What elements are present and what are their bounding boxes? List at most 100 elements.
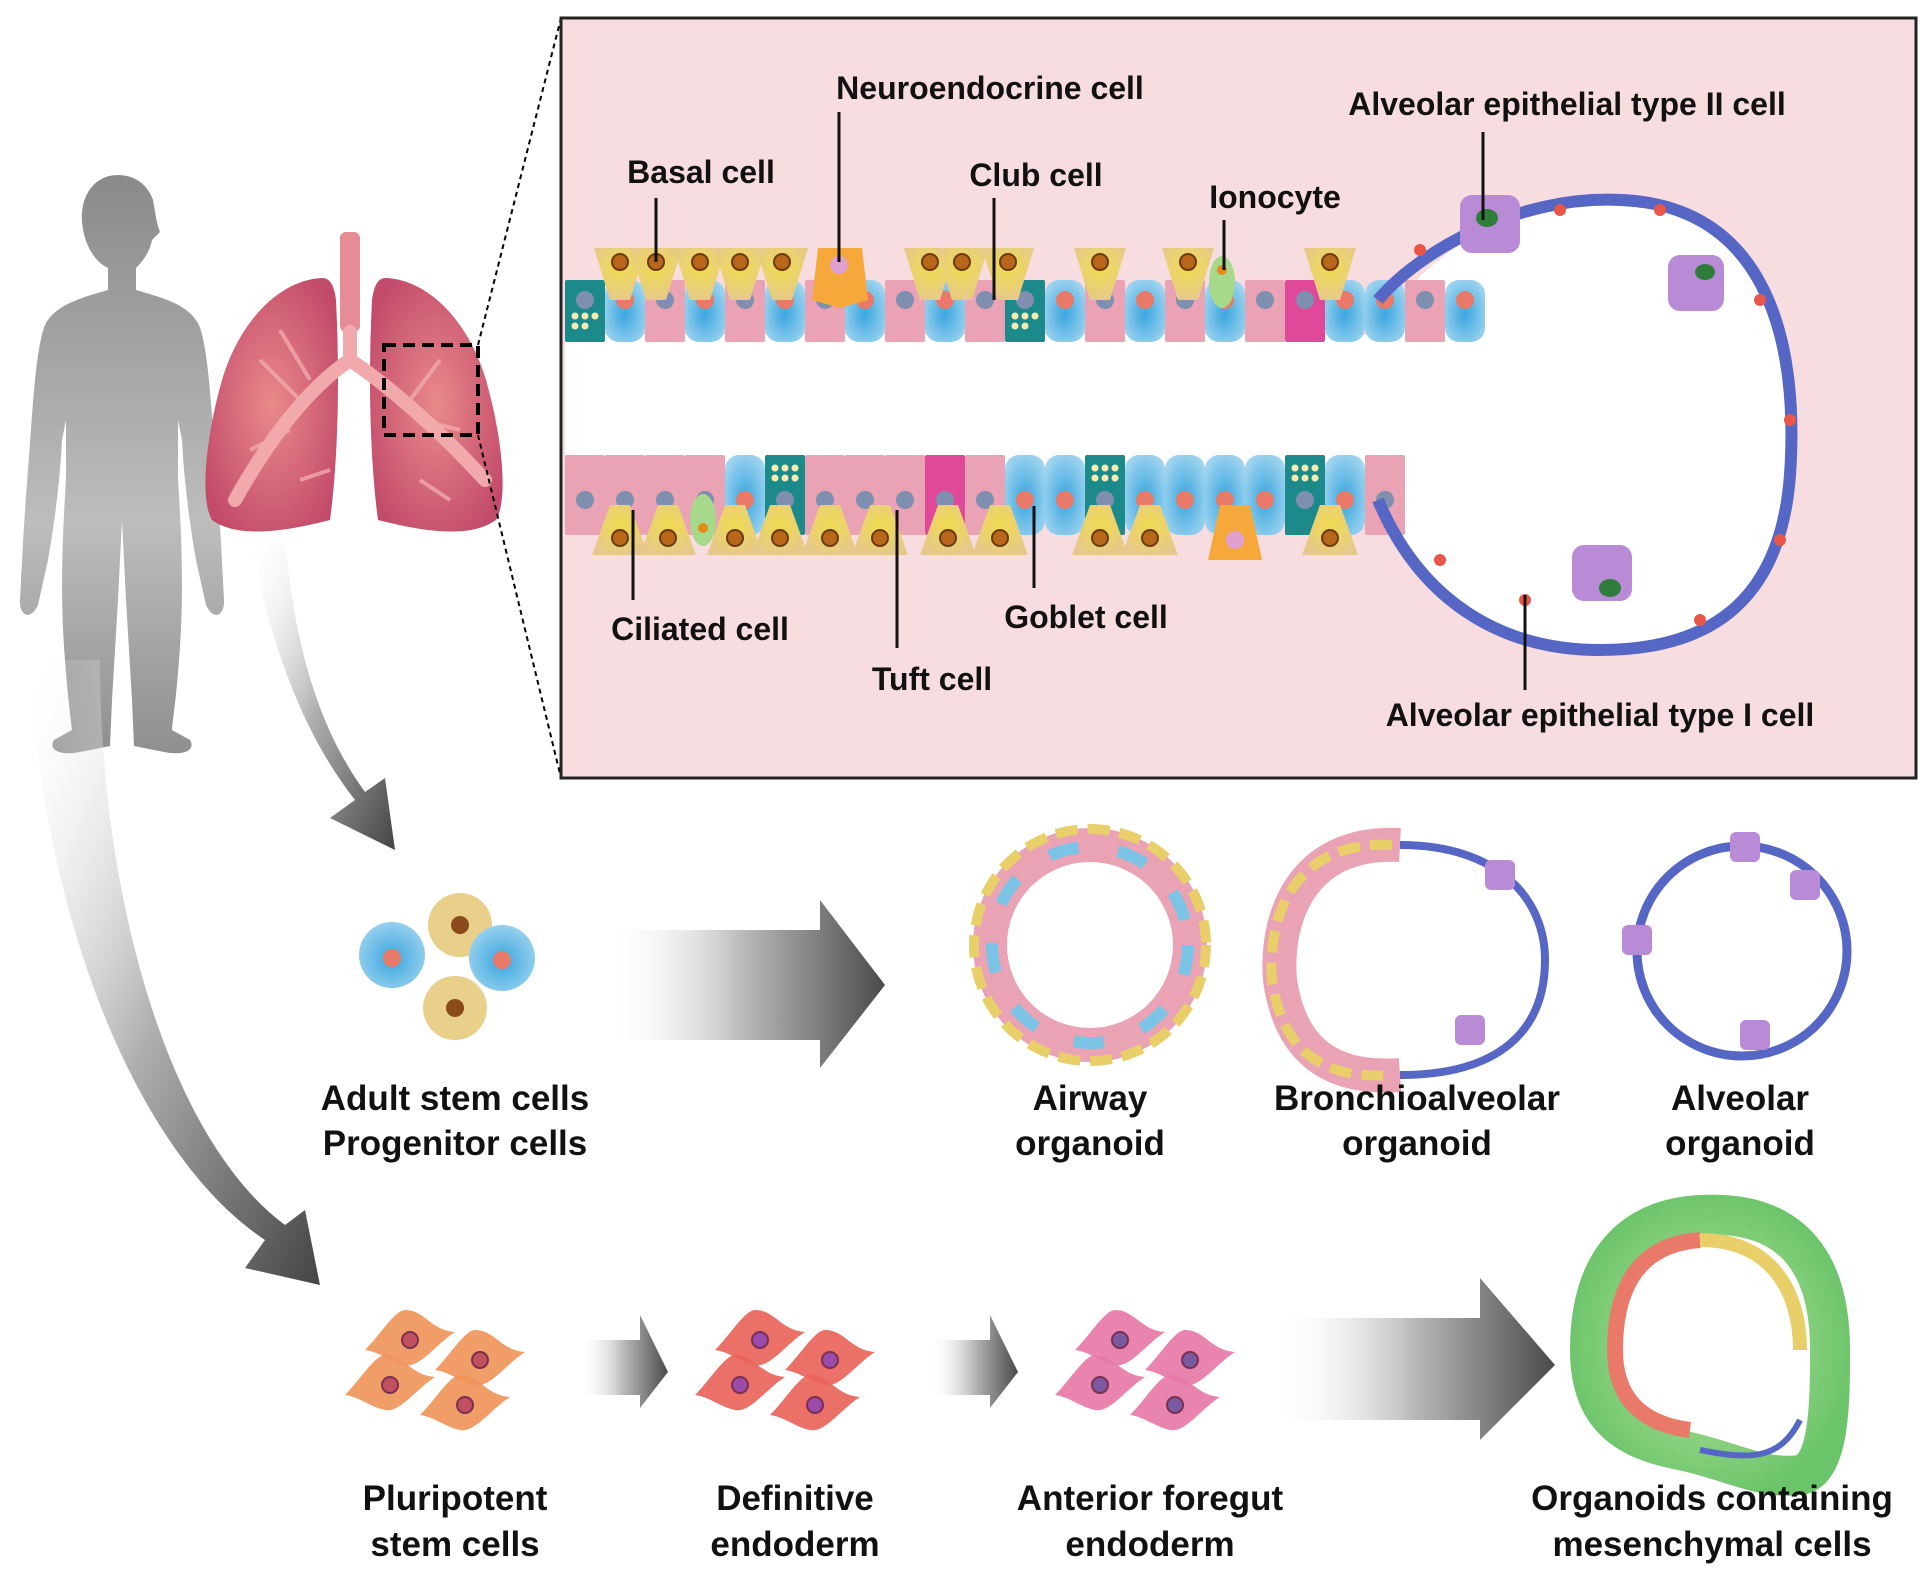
goblet-cell bbox=[565, 280, 605, 342]
at1-nucleus bbox=[1414, 244, 1426, 256]
basal-cell bbox=[630, 248, 682, 300]
bronchioalveolar-organoid-label-line1: Bronchioalveolar bbox=[1274, 1079, 1560, 1118]
definitive-endoderm-label-line1: Definitive bbox=[716, 1479, 874, 1518]
alveolar-wall bbox=[1372, 193, 1798, 657]
zoom-projection-line bbox=[477, 17, 562, 346]
stellate-cell bbox=[1075, 1310, 1165, 1366]
pluripotent-stem-cells bbox=[345, 1310, 525, 1431]
mesenchymal-organoid-label-line1: Organoids containing bbox=[1531, 1479, 1893, 1518]
basal-cell bbox=[752, 505, 808, 555]
ciliated-cell bbox=[885, 455, 925, 535]
at1-nuclei bbox=[1414, 204, 1796, 626]
stellate-cell bbox=[770, 1375, 860, 1431]
at1-nucleus bbox=[1774, 534, 1786, 546]
lower-epithelium bbox=[565, 455, 1405, 560]
upper-epithelium bbox=[565, 248, 1485, 342]
mesenchymal-organoid bbox=[1569, 1194, 1851, 1496]
stellate-cell bbox=[420, 1375, 510, 1431]
ciliated-cell bbox=[1245, 280, 1285, 342]
neuroendocrine-cell bbox=[1208, 505, 1262, 560]
adult-stem-cells-label: Adult stem cells bbox=[321, 1079, 589, 1118]
ciliated-cell bbox=[885, 280, 925, 342]
at1-nucleus bbox=[1784, 414, 1796, 426]
basal-cell bbox=[1122, 505, 1178, 555]
neuroendocrine-cell bbox=[812, 248, 868, 308]
at1-nucleus bbox=[1694, 614, 1706, 626]
stellate-cell bbox=[345, 1355, 435, 1411]
airway-inset-panel: Basal cell Neuroendocrine cell Club cell… bbox=[559, 16, 1918, 780]
stellate-cell bbox=[435, 1330, 525, 1386]
stellate-cell bbox=[1145, 1330, 1235, 1386]
anterior-foregut-label-line1: Anterior foregut bbox=[1017, 1479, 1284, 1518]
airway-organoid-label-line1: Airway bbox=[1033, 1079, 1148, 1118]
adult-stem-cell-cluster bbox=[359, 893, 535, 1040]
stellate-cell bbox=[1055, 1355, 1145, 1411]
lungs-icon bbox=[205, 232, 503, 532]
at2-cell bbox=[1668, 255, 1724, 311]
bronchioles bbox=[249, 328, 461, 502]
basal-cell bbox=[674, 248, 726, 300]
psc-to-de-arrow bbox=[580, 1315, 668, 1408]
right-lung bbox=[370, 278, 503, 532]
at1-nucleus bbox=[1754, 294, 1766, 306]
bronchioalveolar-organoid-label-line2: organoid bbox=[1342, 1124, 1492, 1163]
stellate-cell bbox=[785, 1330, 875, 1386]
trachea bbox=[340, 232, 360, 332]
club-cell bbox=[1125, 280, 1165, 342]
zoom-region-box bbox=[382, 343, 480, 437]
basal-cell bbox=[802, 505, 858, 555]
goblet-cell-label: Goblet cell bbox=[1004, 599, 1168, 635]
zoom-projection-line bbox=[477, 434, 562, 779]
stellate-cell bbox=[1130, 1375, 1220, 1431]
neuroendocrine-cell-label: Neuroendocrine cell bbox=[836, 70, 1144, 106]
human-to-pluripotent-arrow bbox=[30, 660, 320, 1285]
pluripotent-label-line1: Pluripotent bbox=[363, 1479, 548, 1518]
adult-to-organoid-arrow bbox=[605, 900, 885, 1068]
club-cell bbox=[1165, 455, 1205, 535]
club-cell bbox=[1445, 280, 1485, 342]
alveolar-organoid bbox=[1622, 832, 1852, 1061]
basal-cell bbox=[936, 248, 988, 300]
at1-cell-label: Alveolar epithelial type I cell bbox=[1386, 697, 1815, 733]
basal-cell bbox=[640, 505, 696, 555]
pluripotent-label-line2: stem cells bbox=[370, 1525, 539, 1564]
progenitor-cells-label: Progenitor cells bbox=[323, 1124, 588, 1163]
at1-nucleus bbox=[1554, 204, 1566, 216]
ciliated-cell-label: Ciliated cell bbox=[611, 611, 789, 647]
ionocyte-label: Ionocyte bbox=[1209, 179, 1341, 215]
mesenchymal-organoid-label-line2: mesenchymal cells bbox=[1552, 1525, 1871, 1564]
stellate-cell bbox=[715, 1310, 805, 1366]
tuft-cell bbox=[1285, 280, 1325, 342]
club-cell-label: Club cell bbox=[969, 157, 1102, 193]
bronchioalveolar-organoid bbox=[1262, 827, 1550, 1093]
de-to-afe-arrow bbox=[930, 1315, 1018, 1408]
bronchi bbox=[228, 325, 492, 507]
basal-cell bbox=[594, 248, 646, 300]
basal-cell bbox=[756, 248, 808, 300]
basal-cell bbox=[972, 505, 1028, 555]
anterior-foregut-label-line2: endoderm bbox=[1065, 1525, 1234, 1564]
ionocyte bbox=[1209, 256, 1235, 308]
definitive-endoderm-cells bbox=[695, 1310, 875, 1431]
basal-cell bbox=[852, 505, 908, 555]
lung-to-adult-arrow bbox=[250, 540, 395, 850]
at1-nucleus bbox=[1654, 204, 1666, 216]
basal-cell bbox=[1162, 248, 1214, 300]
goblet-cell bbox=[1285, 455, 1325, 535]
airway-organoid bbox=[969, 824, 1211, 1066]
club-cell bbox=[1045, 455, 1085, 535]
basal-cell-label: Basal cell bbox=[627, 154, 775, 190]
at2-cell bbox=[1572, 545, 1632, 601]
human-silhouette-icon bbox=[19, 175, 225, 754]
basal-cell bbox=[1074, 248, 1126, 300]
basal-cell bbox=[714, 248, 766, 300]
club-cell bbox=[1045, 280, 1085, 342]
alveolar-organoid-label-line1: Alveolar bbox=[1671, 1079, 1809, 1118]
basal-cell bbox=[1304, 248, 1356, 300]
tuft-cell-label: Tuft cell bbox=[872, 661, 992, 697]
basal-cell bbox=[1302, 505, 1358, 555]
club-cell bbox=[1245, 455, 1285, 535]
basal-cell bbox=[1072, 505, 1128, 555]
basal-cell bbox=[707, 505, 763, 555]
anterior-foregut-endoderm-cells bbox=[1055, 1310, 1235, 1431]
